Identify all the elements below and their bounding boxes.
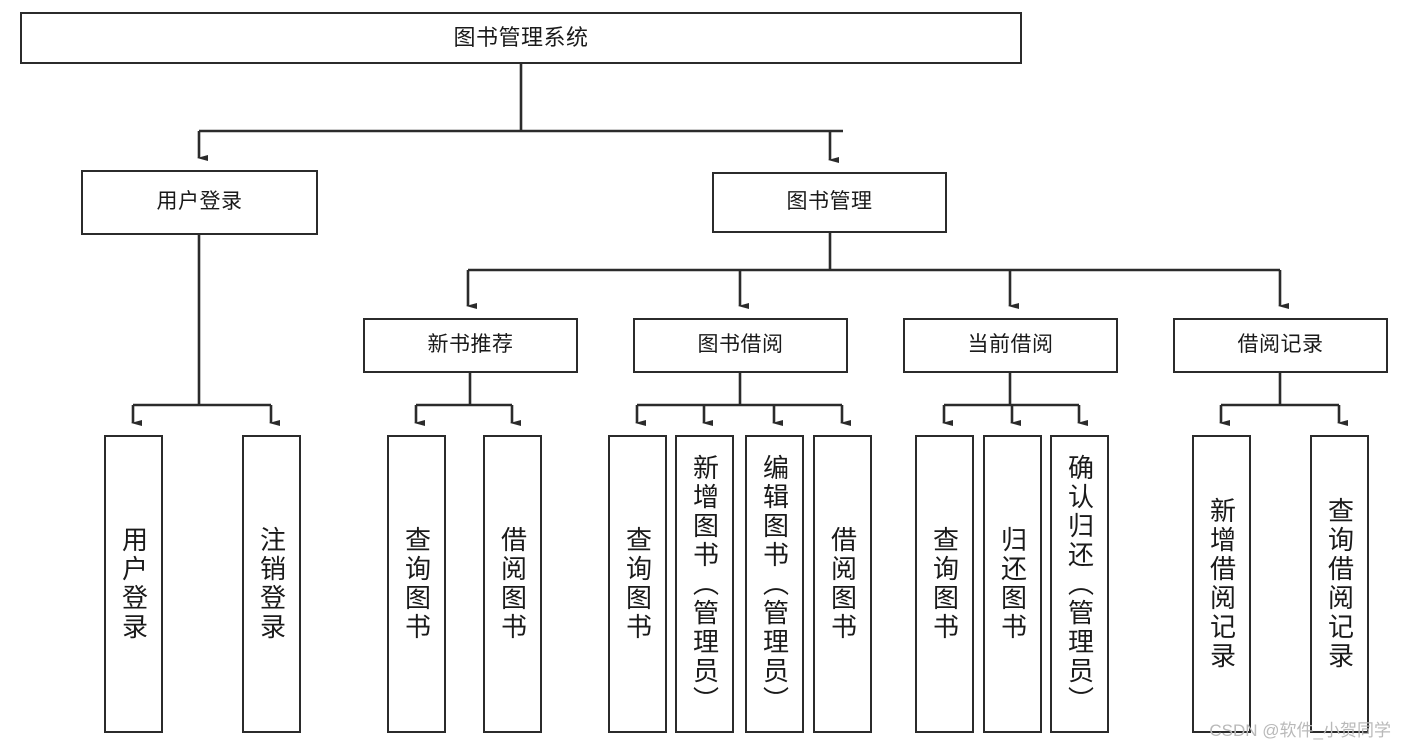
node-label: 图书借阅 — [697, 333, 784, 357]
node-label: 新增图书（管理员） — [689, 453, 720, 715]
node-label: 用户登录 — [156, 190, 243, 214]
node-label: 借阅图书 — [827, 526, 858, 642]
node-book-management[interactable]: 图书管理 — [712, 172, 947, 233]
node-label: 归还图书 — [997, 526, 1028, 642]
node-label: 用户登录 — [118, 526, 149, 642]
node-label: 图书管理 — [786, 190, 873, 214]
leaf-user-login[interactable]: 用户登录 — [104, 435, 163, 733]
node-label: 借阅记录 — [1237, 333, 1324, 357]
leaf-borrow-book-recommend[interactable]: 借阅图书 — [483, 435, 542, 733]
node-current-borrow[interactable]: 当前借阅 — [903, 318, 1118, 373]
node-user-login[interactable]: 用户登录 — [81, 170, 318, 235]
leaf-borrow-book[interactable]: 借阅图书 — [813, 435, 872, 733]
node-label: 当前借阅 — [967, 333, 1054, 357]
leaf-confirm-return-admin[interactable]: 确认归还（管理员） — [1050, 435, 1109, 733]
node-label: 查询图书 — [929, 526, 960, 642]
node-label: 新增借阅记录 — [1206, 497, 1237, 671]
node-borrow-record[interactable]: 借阅记录 — [1173, 318, 1388, 373]
node-root-system[interactable]: 图书管理系统 — [20, 12, 1022, 64]
leaf-query-book-recommend[interactable]: 查询图书 — [387, 435, 446, 733]
leaf-return-book[interactable]: 归还图书 — [983, 435, 1042, 733]
leaf-query-borrow-record[interactable]: 查询借阅记录 — [1310, 435, 1369, 733]
leaf-logout[interactable]: 注销登录 — [242, 435, 301, 733]
leaf-query-book-borrow[interactable]: 查询图书 — [608, 435, 667, 733]
leaf-add-book-admin[interactable]: 新增图书（管理员） — [675, 435, 734, 733]
node-label: 查询图书 — [401, 526, 432, 642]
leaf-add-borrow-record[interactable]: 新增借阅记录 — [1192, 435, 1251, 733]
node-label: 查询图书 — [622, 526, 653, 642]
node-label: 确认归还（管理员） — [1064, 453, 1095, 715]
node-book-borrow[interactable]: 图书借阅 — [633, 318, 848, 373]
node-label: 图书管理系统 — [453, 25, 589, 51]
node-new-book-recommend[interactable]: 新书推荐 — [363, 318, 578, 373]
node-label: 查询借阅记录 — [1324, 497, 1355, 671]
node-label: 新书推荐 — [427, 333, 514, 357]
leaf-query-book-current[interactable]: 查询图书 — [915, 435, 974, 733]
leaf-edit-book-admin[interactable]: 编辑图书（管理员） — [745, 435, 804, 733]
node-label: 注销登录 — [256, 526, 287, 642]
node-label: 编辑图书（管理员） — [759, 453, 790, 715]
node-label: 借阅图书 — [497, 526, 528, 642]
watermark: CSDN @软件_小贺同学 — [1209, 721, 1391, 740]
